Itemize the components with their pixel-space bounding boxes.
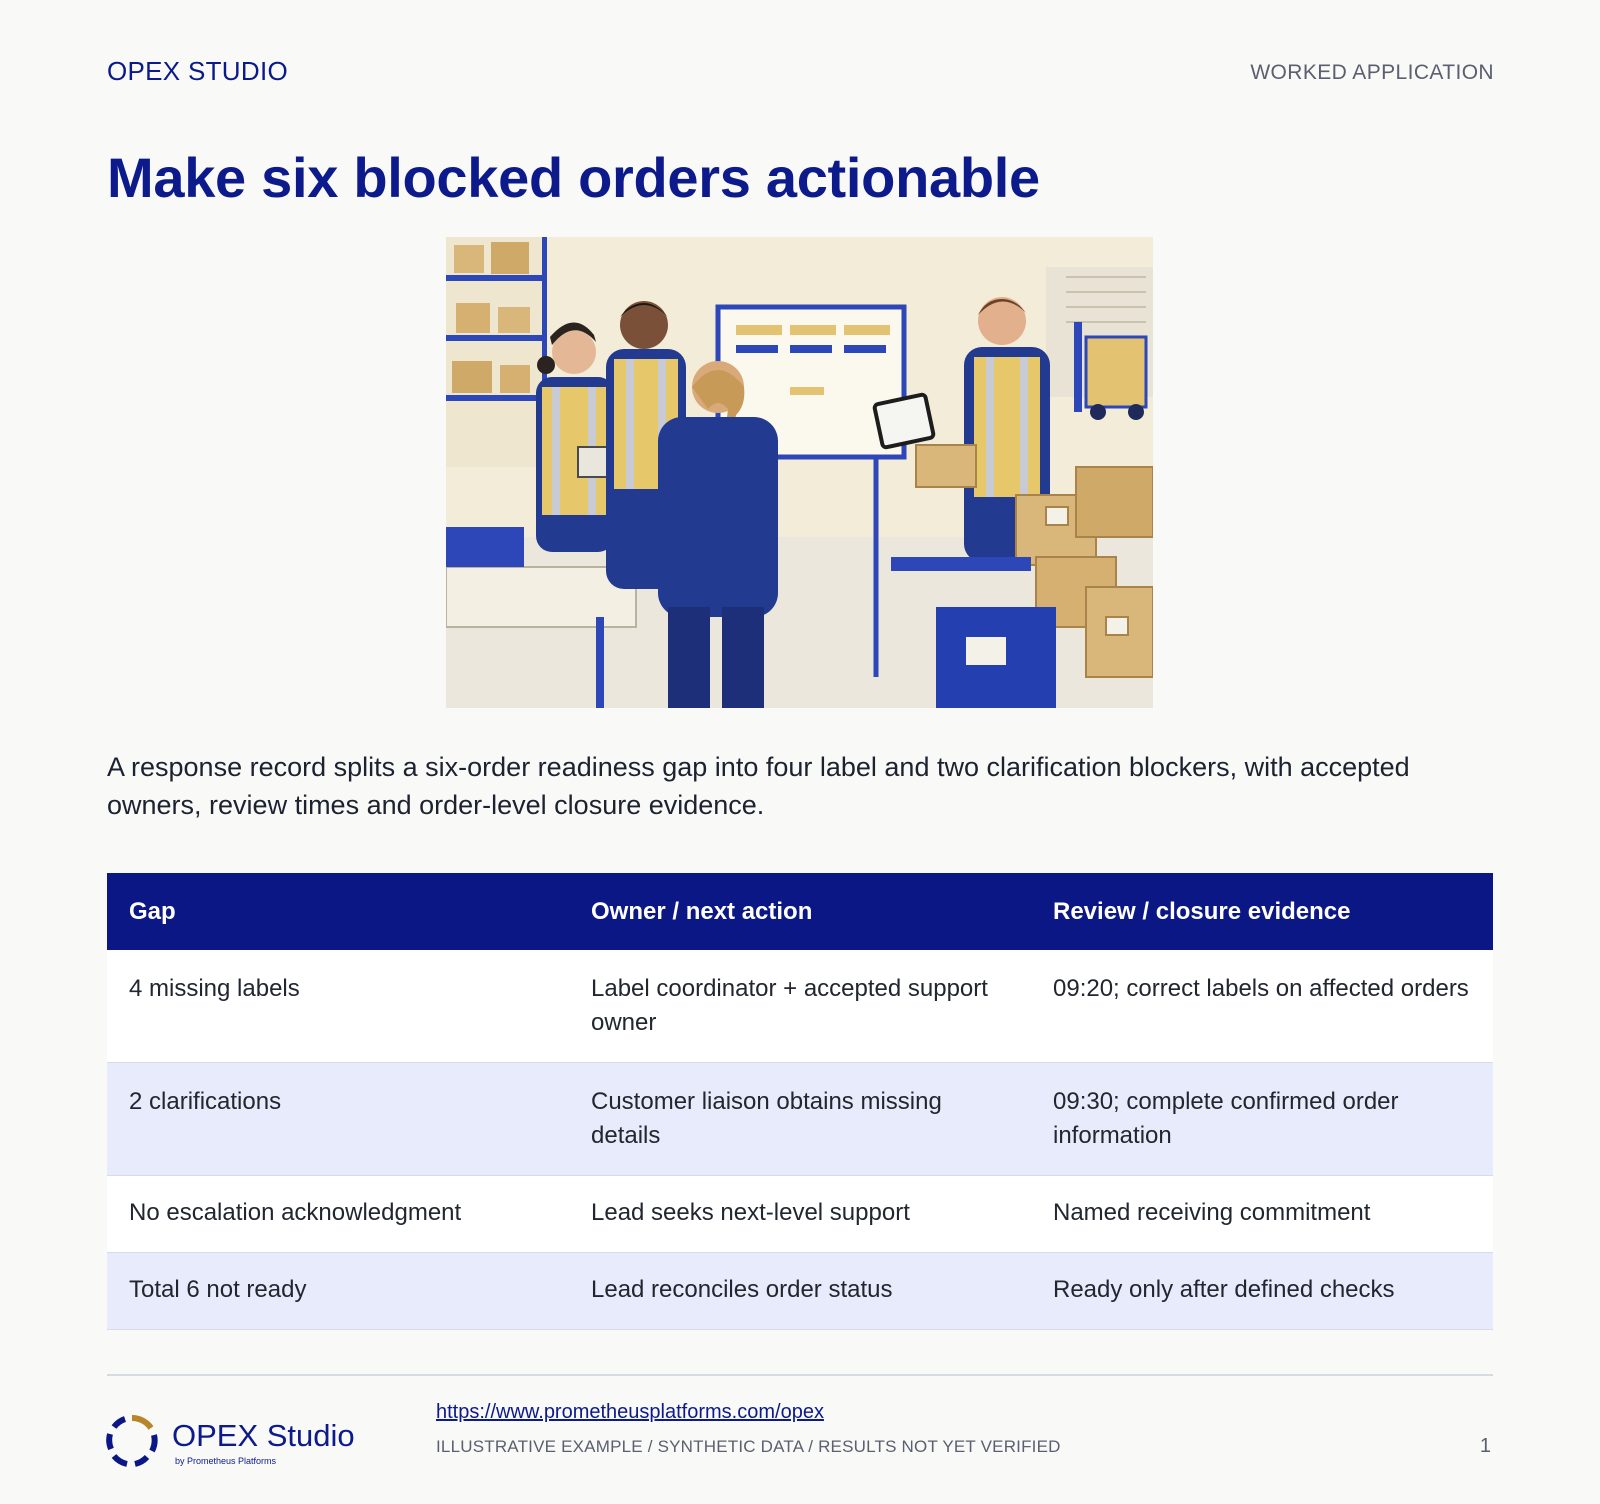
intro-paragraph: A response record splits a six-order rea…: [107, 752, 1410, 820]
table-cell: 2 clarifications: [107, 1062, 569, 1176]
section-label: WORKED APPLICATION: [1250, 61, 1494, 84]
table-cell: Total 6 not ready: [107, 1252, 569, 1330]
table-cell: Ready only after defined checks: [1031, 1252, 1493, 1330]
opex-logo-icon: [106, 1414, 158, 1467]
table-row: 2 clarifications Customer liaison obtain…: [107, 1062, 1493, 1176]
table-row: Total 6 not ready Lead reconciles order …: [107, 1252, 1493, 1330]
column-header-review: Review / closure evidence: [1031, 873, 1493, 950]
column-header-owner: Owner / next action: [569, 873, 1031, 950]
footer-logo-subtitle: by Prometheus Platforms: [175, 1456, 277, 1466]
table-cell: Named receiving commitment: [1031, 1175, 1493, 1253]
footer-divider: [107, 1374, 1493, 1376]
table-header-row: Gap Owner / next action Review / closure…: [107, 873, 1493, 950]
table-cell: Customer liaison obtains missing details: [569, 1062, 1031, 1176]
page-title: Make six blocked orders actionable: [107, 146, 1040, 209]
footer-logo-name: OPEX Studio: [172, 1418, 355, 1453]
page-number: 1: [1479, 1435, 1491, 1457]
warehouse-team-illustration: [446, 237, 1153, 708]
footer-url-link[interactable]: https://www.prometheusplatforms.com/opex: [436, 1401, 824, 1423]
table-row: No escalation acknowledgment Lead seeks …: [107, 1175, 1493, 1253]
table-cell: Label coordinator + accepted support own…: [569, 950, 1031, 1063]
column-header-gap: Gap: [107, 873, 569, 950]
gap-action-table: Gap Owner / next action Review / closure…: [107, 873, 1493, 1330]
table-cell: 09:20; correct labels on affected orders: [1031, 950, 1493, 1063]
header-brand: OPEX STUDIO: [107, 56, 288, 86]
table-cell: 4 missing labels: [107, 950, 569, 1063]
table-cell: Lead seeks next-level support: [569, 1175, 1031, 1253]
table-cell: No escalation acknowledgment: [107, 1175, 569, 1253]
table-row: 4 missing labels Label coordinator + acc…: [107, 950, 1493, 1063]
table-cell: Lead reconciles order status: [569, 1252, 1031, 1330]
footer-disclaimer: ILLUSTRATIVE EXAMPLE / SYNTHETIC DATA / …: [436, 1437, 1061, 1456]
table-cell: 09:30; complete confirmed order informat…: [1031, 1062, 1493, 1176]
